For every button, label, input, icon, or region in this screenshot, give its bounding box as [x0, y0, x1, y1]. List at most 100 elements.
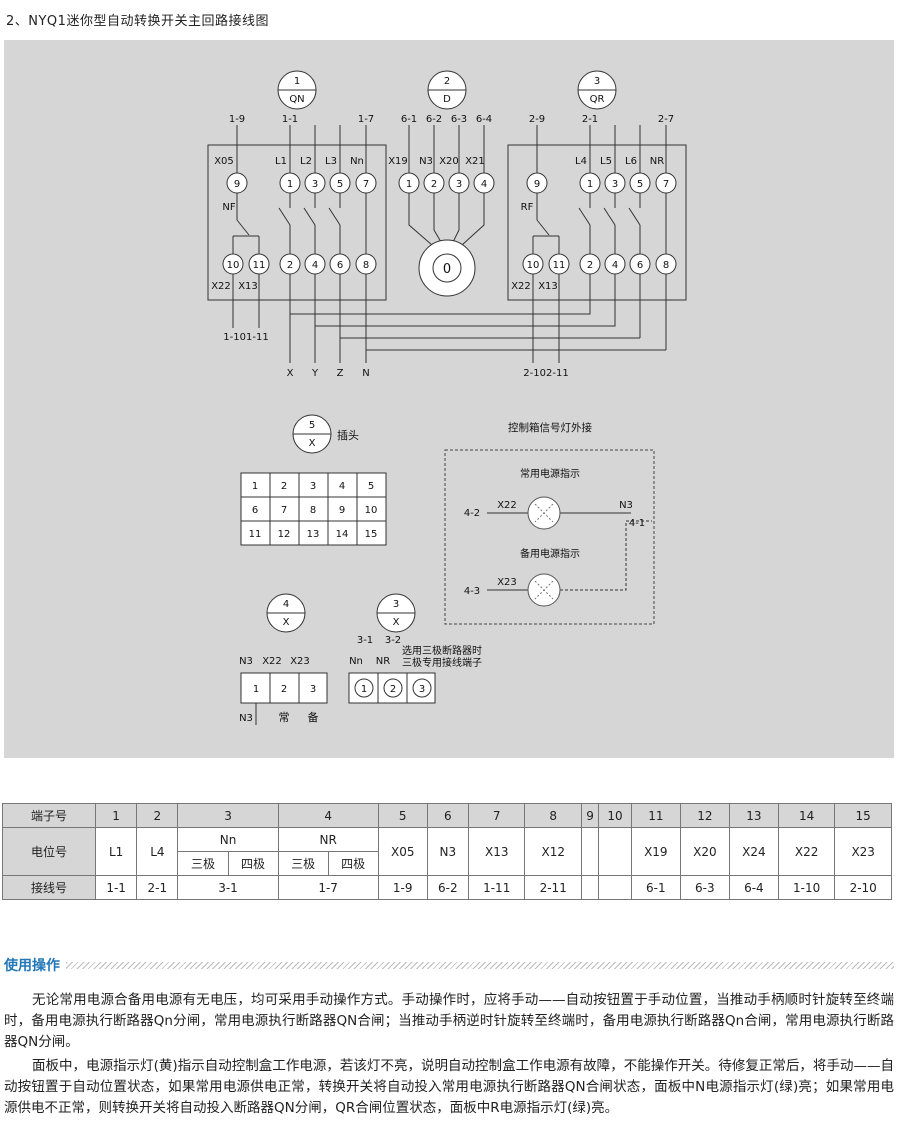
table-cell: 13 [728, 803, 779, 828]
qn-term-8: 8 [355, 253, 377, 275]
svg-text:X19: X19 [388, 156, 408, 167]
qr-term-9: 9 [526, 172, 548, 194]
d-term-3: 3 [448, 172, 470, 194]
qr-term-6: 6 [629, 253, 651, 275]
svg-text:5: 5 [309, 420, 315, 431]
table-cell: L1 [94, 827, 138, 876]
table-row-header: 接线号 [2, 875, 96, 900]
svg-text:9: 9 [339, 505, 345, 516]
table-cell [598, 875, 632, 900]
svg-text:4: 4 [481, 179, 487, 190]
d-term-1: 1 [398, 172, 420, 194]
table-cell: 4 [277, 803, 379, 828]
table-cell: 三极 [177, 851, 229, 876]
svg-text:4: 4 [312, 260, 318, 271]
svg-text:10: 10 [365, 505, 378, 516]
table-cell: 3 [177, 803, 279, 828]
section-title-text: 使用操作 [4, 958, 66, 974]
table-cell: 2-1 [136, 875, 179, 900]
svg-text:4: 4 [612, 260, 618, 271]
table-cell: 12 [679, 803, 730, 828]
switch-d-badge: 2 D [427, 70, 467, 110]
table-row-header: 端子号 [2, 803, 96, 828]
svg-text:X20: X20 [439, 156, 459, 167]
table-cell: 6 [426, 803, 469, 828]
qn-term-11: 11 [248, 253, 270, 275]
svg-text:X21: X21 [465, 156, 485, 167]
svg-text:2: 2 [281, 684, 287, 695]
wiring-diagram: 1 QN 2 D 3 QR [207, 70, 687, 725]
svg-text:Y: Y [311, 368, 319, 379]
svg-text:4: 4 [283, 599, 289, 610]
paragraph: 面板中，电源指示灯(黄)指示自动控制盒工作电源，若该灯不亮，说明自动控制盒工作电… [4, 1058, 894, 1116]
table-cell: NR [277, 827, 379, 852]
svg-text:X: X [393, 617, 400, 628]
qr-term-5: 5 [629, 172, 651, 194]
svg-text:9: 9 [534, 179, 540, 190]
svg-text:1: 1 [253, 684, 259, 695]
qr-term-3: 3 [604, 172, 626, 194]
svg-text:选用三极断路器时: 选用三极断路器时 [402, 644, 482, 657]
table-cell: 5 [377, 803, 428, 828]
table-cell: X24 [728, 827, 779, 876]
svg-text:8: 8 [363, 260, 369, 271]
svg-text:3: 3 [312, 179, 318, 190]
svg-text:7: 7 [363, 179, 369, 190]
section-title: 使用操作 [4, 955, 894, 975]
svg-text:L4: L4 [575, 156, 587, 167]
qr-term-10: 10 [522, 253, 544, 275]
normal-lamp-icon [527, 496, 561, 530]
svg-text:13: 13 [307, 529, 320, 540]
svg-text:2-7: 2-7 [658, 114, 674, 125]
svg-text:X23: X23 [290, 656, 310, 667]
svg-text:控制箱信号灯外接: 控制箱信号灯外接 [508, 421, 592, 434]
svg-text:2: 2 [587, 260, 593, 271]
qr-term-7: 7 [655, 172, 677, 194]
svg-text:3: 3 [310, 684, 316, 695]
table-cell: 3-1 [177, 875, 279, 900]
table-cell [580, 827, 600, 876]
x3-terminal-block: 3-1 3-2 Nn NR 选用三极断路器时 三极专用接线端子 1 2 3 [348, 635, 482, 704]
svg-text:3: 3 [419, 684, 425, 695]
signal-lamp-box: 控制箱信号灯外接 常用电源指示 备用电源指示 4-2 X22 4-3 X23 N… [444, 421, 655, 625]
qn-term-3: 3 [304, 172, 326, 194]
table-cell: 1-7 [277, 875, 379, 900]
qr-labels: 2-9 2-1 2-7 L4 L5 L6 NR RF X22 X13 2-102… [511, 114, 674, 379]
x4-terminal-block: N3 X22 X23 1 2 3 N3 常 备 [239, 656, 328, 725]
svg-text:X22: X22 [497, 500, 517, 511]
svg-text:1-1: 1-1 [282, 114, 298, 125]
svg-text:4-3: 4-3 [464, 586, 480, 597]
svg-text:X23: X23 [497, 577, 517, 588]
svg-text:三极专用接线端子: 三极专用接线端子 [402, 656, 482, 669]
x3-badge: 3 X [376, 593, 416, 633]
svg-text:15: 15 [365, 529, 378, 540]
table-cell: 10 [598, 803, 632, 828]
plug-badge: 5 X 插头 [292, 414, 359, 454]
svg-text:2-1: 2-1 [582, 114, 598, 125]
table-cell: 9 [580, 803, 600, 828]
svg-text:2: 2 [444, 76, 450, 87]
svg-text:2: 2 [390, 684, 396, 695]
svg-text:3-2: 3-2 [385, 635, 401, 646]
switch-qn-badge: 1 QN [277, 70, 317, 110]
table-cell: X22 [777, 827, 836, 876]
table-cell: L4 [136, 827, 179, 876]
svg-text:X: X [309, 438, 316, 449]
table-cell: 1 [94, 803, 138, 828]
svg-text:RF: RF [521, 202, 534, 213]
svg-text:10: 10 [527, 260, 540, 271]
svg-text:9: 9 [234, 179, 240, 190]
svg-text:X13: X13 [538, 281, 558, 292]
qn-term-4: 4 [304, 253, 326, 275]
qr-term-2: 2 [579, 253, 601, 275]
svg-text:1-101-11: 1-101-11 [223, 332, 268, 343]
table-cell: 6-2 [426, 875, 469, 900]
svg-text:3-1: 3-1 [357, 635, 373, 646]
d-term-2: 2 [423, 172, 445, 194]
svg-text:L2: L2 [300, 156, 312, 167]
table-row: 电位号 L1 L4 Nn NR X05 N3 X13 X12 X19 X20 X… [2, 827, 892, 876]
svg-text:Nn: Nn [350, 156, 364, 167]
svg-text:X: X [287, 368, 294, 379]
svg-text:备用电源指示: 备用电源指示 [520, 547, 580, 560]
svg-text:5: 5 [368, 481, 374, 492]
